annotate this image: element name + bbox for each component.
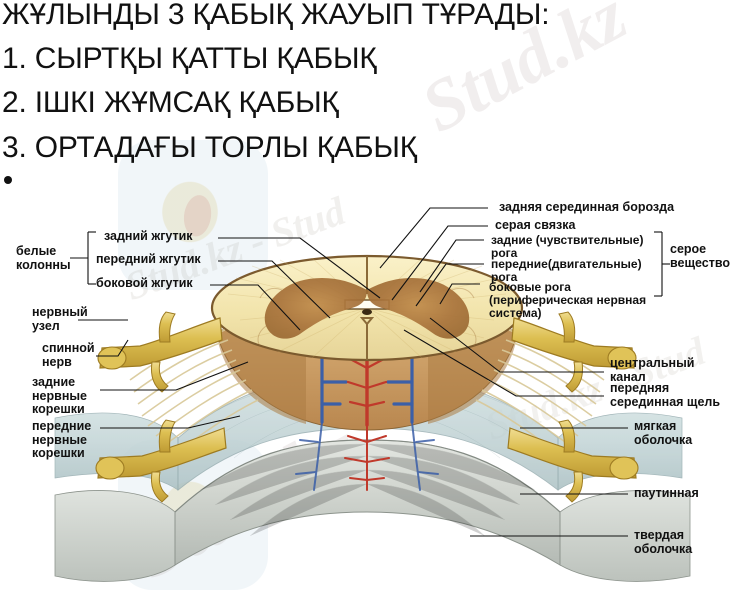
label-seroe-veschestvo: серое вещество (670, 242, 731, 270)
label-peredniy-zhgutik: передний жгутик (96, 252, 201, 266)
label-zadnie-koreshki: задние нервные корешки (32, 375, 87, 416)
label-pautinnaya: паутинная (634, 486, 699, 500)
label-zadniy-zhgutik: задний жгутик (104, 229, 193, 243)
label-tverdaya-obolochka: твердая оболочка (634, 528, 693, 556)
label-bokovoy-zhgutik: боковой жгутик (96, 276, 193, 290)
slide-title-block: ЖҰЛЫНДЫ 3 ҚАБЫҚ ЖАУЫП ТҰРАДЫ: 1. СЫРТҚЫ … (0, 0, 735, 190)
cord-cut-face (210, 254, 524, 362)
label-myagkaya-obolochka: мягкая оболочка (634, 419, 693, 447)
label-perednyaya-schel: передняя серединная щель (610, 381, 721, 409)
label-belye-kolonny: белые колонны (16, 244, 71, 272)
title-line-0: ЖҰЛЫНДЫ 3 ҚАБЫҚ ЖАУЫП ТҰРАДЫ: (2, 0, 550, 31)
label-nervnyy-uzel: нервный узел (32, 305, 88, 333)
bullet-marker (4, 176, 12, 184)
blood-vessels (295, 348, 439, 491)
title-line-2: 2. ІШКІ ЖҰМСАҚ ҚАБЫҚ (2, 86, 339, 119)
label-zadnyaya-borozda: задняя серединная борозда (499, 200, 675, 214)
label-seraya-svyazka: серая связка (495, 218, 576, 232)
spinal-cord-illustration (54, 254, 691, 582)
label-spinnoy-nerv: спинной нерв (42, 341, 95, 369)
label-bokovye-roga: боковые рога (периферическая нервная сис… (489, 280, 647, 320)
label-perednie-koreshki: передние нервные корешки (32, 419, 92, 460)
title-line-1: 1. СЫРТҚЫ ҚАТТЫ ҚАБЫҚ (2, 42, 377, 75)
label-perednie-roga: передние(двигательные) рога (491, 257, 642, 284)
label-centralnyy-kanal: центральный канал (610, 356, 695, 384)
dura-mater-layer (54, 439, 691, 582)
title-line-3: 3. ОРТАДАҒЫ ТОРЛЫ ҚАБЫҚ (2, 131, 417, 164)
label-zadnie-roga: задние (чувствительные) рога (491, 233, 644, 260)
